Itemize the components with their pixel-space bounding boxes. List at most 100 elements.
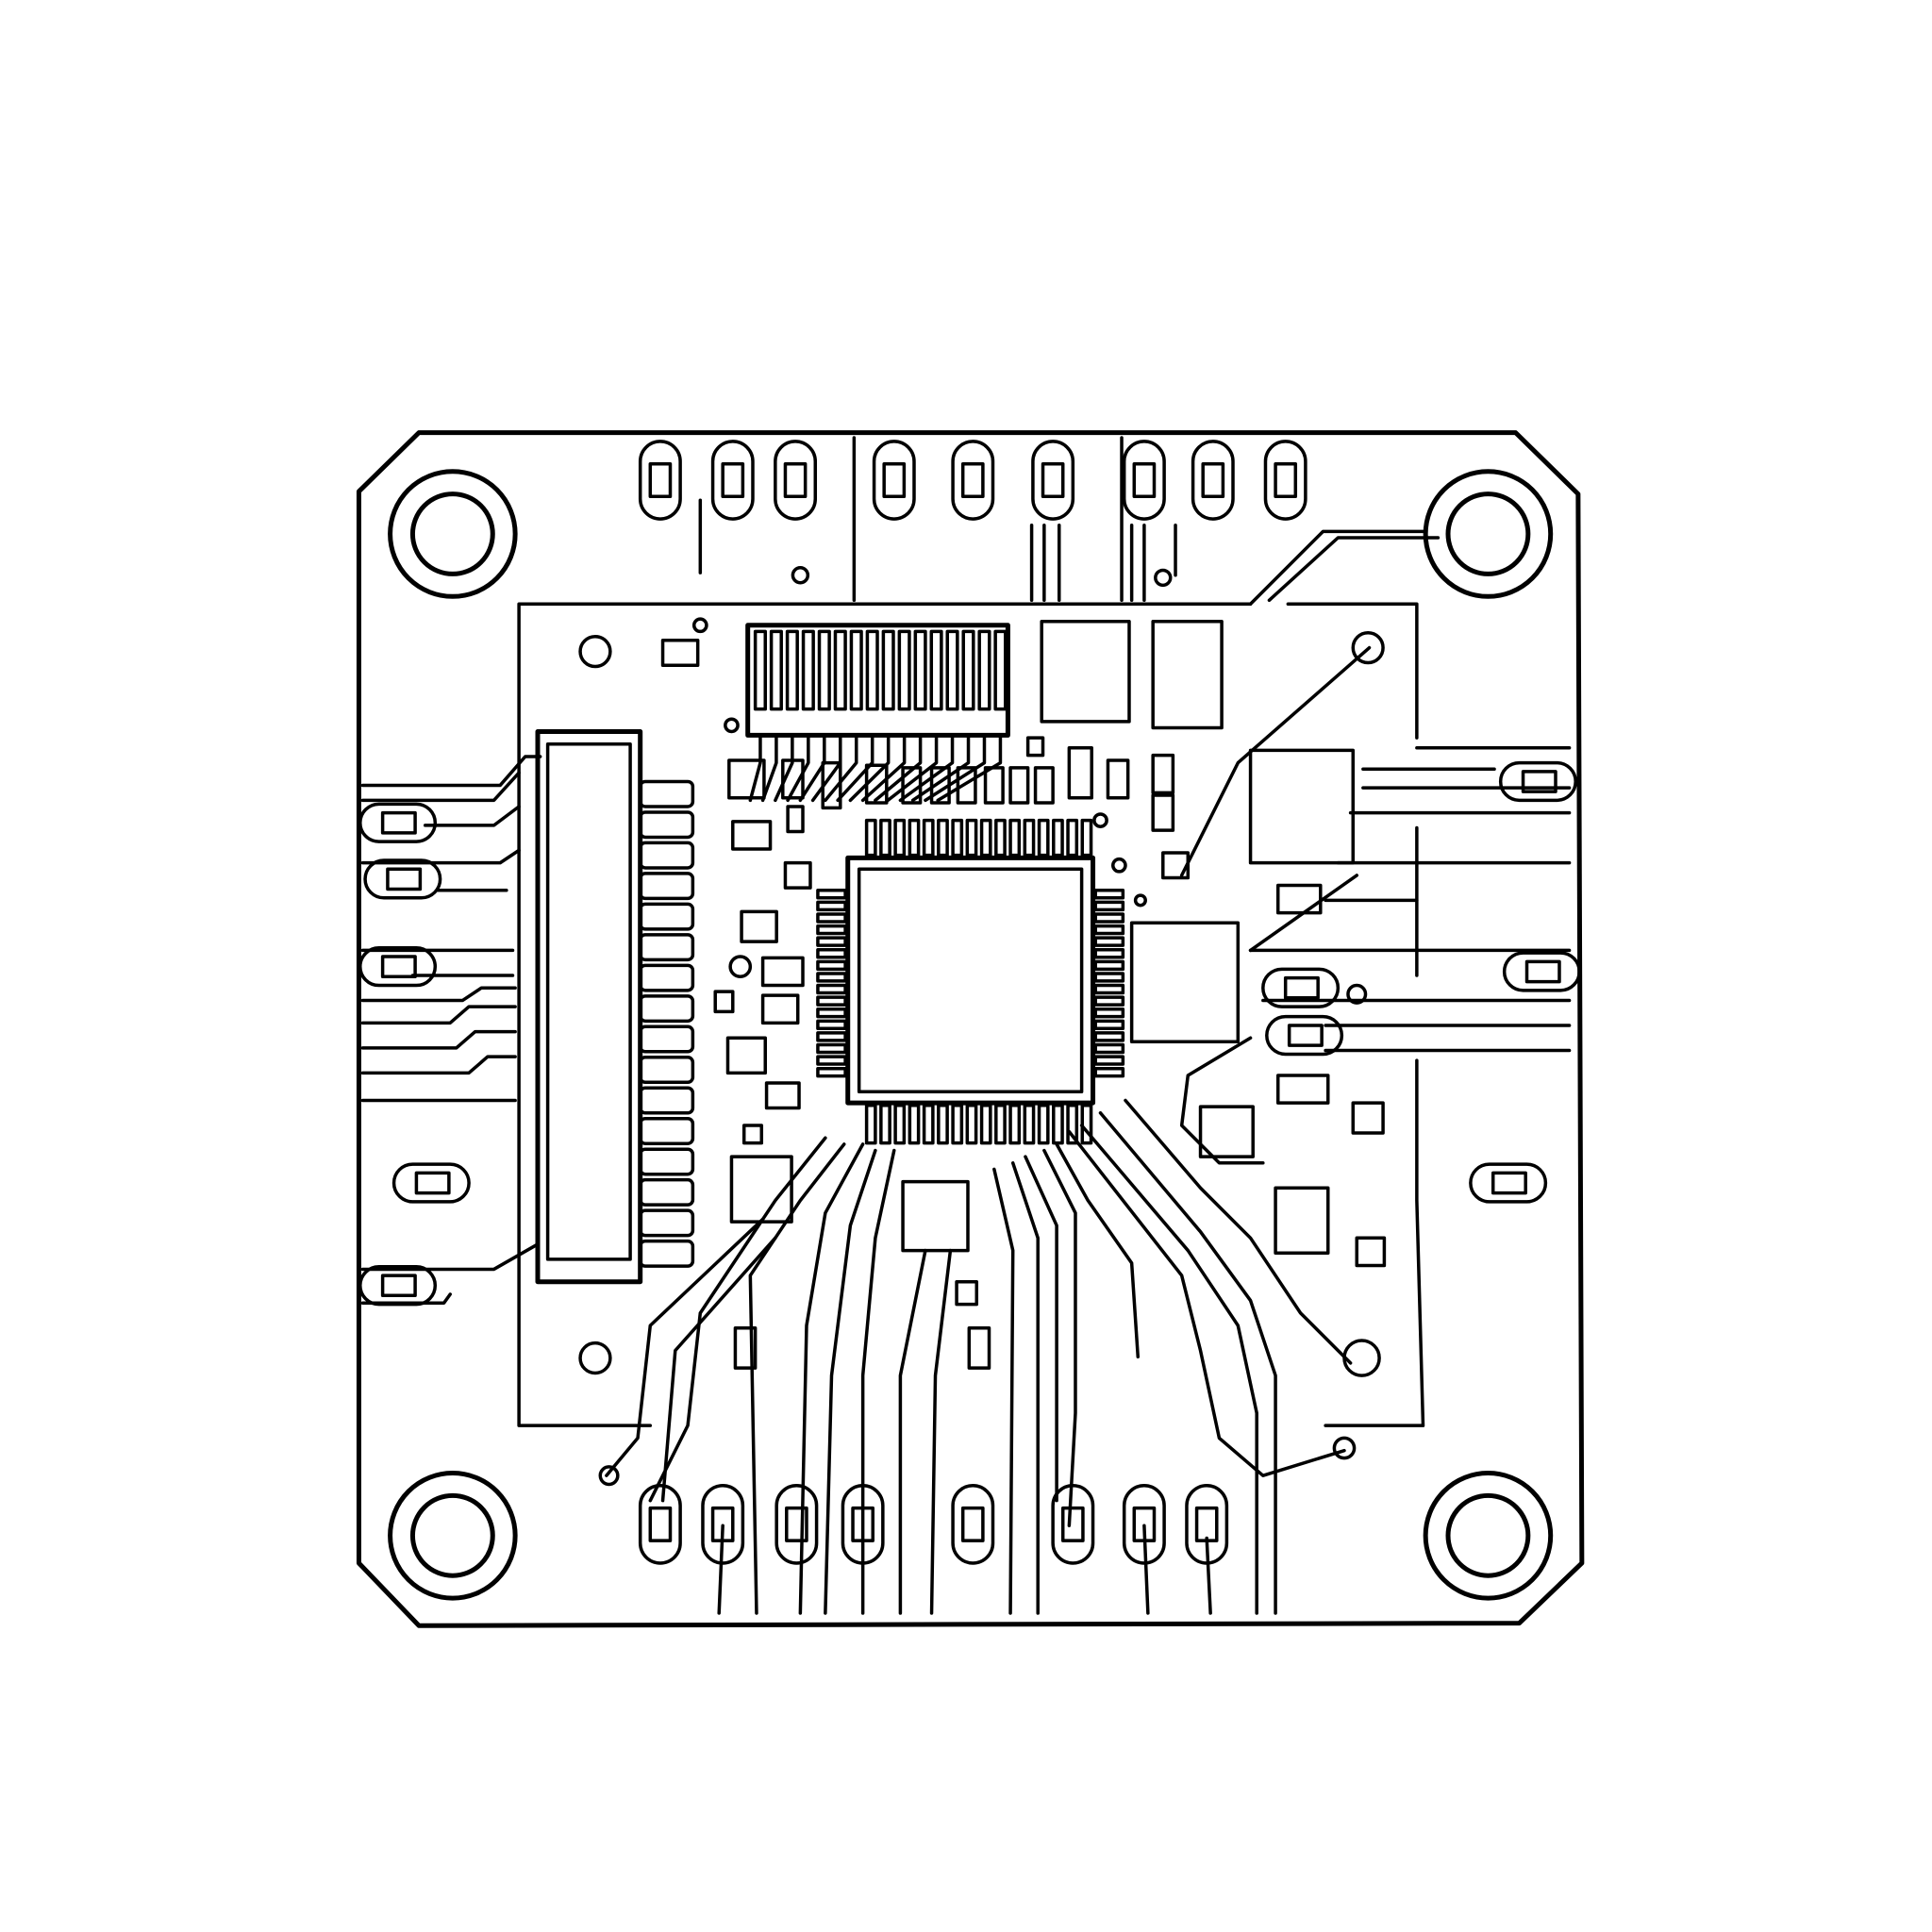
chip-pin-left bbox=[818, 1057, 845, 1064]
chip-pin-left bbox=[818, 938, 845, 945]
pad-core bbox=[1134, 464, 1154, 496]
slot-pad bbox=[1124, 441, 1164, 519]
chip-pin-left bbox=[818, 1045, 845, 1053]
smd-component bbox=[823, 763, 841, 808]
header-lead bbox=[900, 735, 952, 800]
header-lead bbox=[750, 735, 760, 800]
trace bbox=[1044, 1151, 1075, 1526]
via bbox=[1348, 986, 1366, 1004]
chip-pin-right bbox=[1095, 986, 1123, 993]
trace bbox=[362, 773, 519, 800]
chip-pin-top bbox=[939, 821, 947, 856]
smd-component bbox=[763, 958, 803, 985]
slot-pads bbox=[360, 441, 1579, 1563]
smd-component bbox=[729, 760, 764, 798]
trace bbox=[1144, 1525, 1148, 1613]
trace bbox=[825, 1151, 875, 1613]
trace bbox=[1100, 1113, 1275, 1613]
chip-pin-right bbox=[1095, 914, 1123, 922]
smd-component bbox=[958, 768, 975, 803]
chip-pin-bottom bbox=[895, 1106, 904, 1143]
header-lead bbox=[850, 735, 888, 800]
chip-pin-right bbox=[1095, 1057, 1123, 1064]
pad-core bbox=[963, 464, 983, 496]
slot-pad bbox=[360, 804, 436, 841]
via bbox=[725, 719, 738, 731]
header-pin bbox=[867, 631, 877, 708]
smd-component bbox=[903, 768, 921, 803]
smd-component bbox=[788, 807, 803, 832]
trace bbox=[719, 1525, 723, 1613]
slot-pad bbox=[1505, 953, 1580, 991]
smd-component bbox=[1153, 622, 1222, 728]
chip-pin-bottom bbox=[939, 1106, 947, 1143]
smd-component bbox=[1069, 748, 1091, 798]
chip-pin-top bbox=[867, 821, 875, 856]
smd-component bbox=[1041, 622, 1129, 722]
traces bbox=[362, 500, 1569, 1613]
smd-component bbox=[867, 765, 887, 803]
slot-pad bbox=[776, 1486, 816, 1563]
chip-pin-left bbox=[818, 1033, 845, 1041]
slot-pad bbox=[1471, 1164, 1546, 1202]
chip-pin-top bbox=[953, 821, 961, 856]
chip-pin-left bbox=[818, 914, 845, 922]
smd-component bbox=[767, 1083, 799, 1108]
pad-core bbox=[650, 1508, 670, 1541]
slot-pad bbox=[1501, 763, 1576, 801]
pad-core bbox=[383, 1275, 415, 1295]
header-pin bbox=[995, 631, 1006, 708]
smd-component bbox=[733, 822, 771, 849]
trace bbox=[1182, 648, 1370, 875]
slot-pad bbox=[953, 1486, 992, 1563]
mounting-hole bbox=[412, 494, 492, 575]
header-lead bbox=[763, 735, 776, 800]
chip-pin-left bbox=[818, 1009, 845, 1017]
pcb-board bbox=[358, 433, 1581, 1626]
connector-pin bbox=[641, 842, 693, 868]
slot-pad bbox=[874, 441, 914, 519]
chip-pin-left bbox=[818, 902, 845, 909]
smd-component bbox=[785, 863, 810, 889]
slot-pad bbox=[1053, 1486, 1092, 1563]
trace bbox=[362, 1032, 515, 1048]
board-outline bbox=[358, 433, 1581, 1626]
pad-core bbox=[1527, 961, 1559, 981]
chip-pin-top bbox=[967, 821, 975, 856]
mounting-holes bbox=[391, 472, 1551, 1598]
trace bbox=[1269, 538, 1438, 600]
pad-core bbox=[787, 1508, 807, 1541]
mounting-hole-ring bbox=[391, 472, 516, 597]
smd-component bbox=[663, 641, 698, 666]
via bbox=[1156, 570, 1171, 585]
trace bbox=[362, 1057, 515, 1073]
via bbox=[694, 619, 707, 631]
slot-pad bbox=[365, 860, 441, 898]
chip-pin-top bbox=[996, 821, 1005, 856]
chip-pin-left bbox=[818, 1069, 845, 1076]
header-pin bbox=[963, 631, 974, 708]
via bbox=[730, 957, 750, 976]
chip-pin-bottom bbox=[1082, 1106, 1091, 1143]
pad-core bbox=[1286, 978, 1318, 998]
smd-component bbox=[1028, 738, 1043, 756]
trace bbox=[1013, 1163, 1039, 1613]
trace bbox=[863, 1151, 894, 1613]
trace bbox=[362, 1244, 538, 1270]
via bbox=[1353, 633, 1383, 663]
inner-region bbox=[519, 604, 1423, 1425]
smd-component bbox=[1010, 768, 1028, 803]
header-pin bbox=[804, 631, 814, 708]
chip-pin-right bbox=[1095, 1069, 1123, 1076]
connector-pin bbox=[641, 1149, 693, 1174]
chip-pin-right bbox=[1095, 961, 1123, 969]
smd-component bbox=[1163, 853, 1189, 878]
smd-component bbox=[1275, 1188, 1328, 1253]
header-pin bbox=[883, 631, 893, 708]
chip-pin-top bbox=[1010, 821, 1019, 856]
chip-pin-right bbox=[1095, 891, 1123, 898]
connector-pin bbox=[641, 935, 693, 960]
pad-core bbox=[1275, 464, 1295, 496]
pad-core bbox=[1197, 1508, 1217, 1541]
